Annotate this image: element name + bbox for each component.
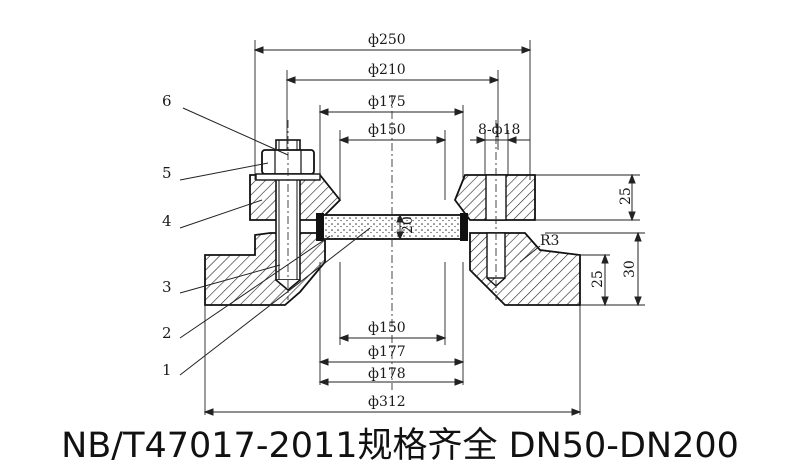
dim-d210: ф210	[368, 62, 406, 78]
dim-d250: ф250	[368, 32, 406, 48]
leader-lines	[179, 107, 371, 376]
dimension-lines	[203, 46, 642, 416]
bolt-hole-right-top	[485, 174, 507, 221]
gasket-left	[316, 213, 324, 241]
dim-d150-bottom: ф150	[368, 320, 406, 336]
caption-standard-spec: NB/T47017-2011规格齐全 DN50-DN200	[61, 426, 739, 466]
part-number-3: 3	[162, 278, 172, 296]
dim-d178: ф178	[368, 366, 406, 382]
dim-h25-bottom: 25	[590, 270, 606, 288]
center-lines	[287, 95, 497, 390]
dim-d177: ф177	[368, 344, 406, 360]
part-number-4: 4	[162, 212, 172, 230]
part-number-2: 2	[162, 324, 172, 342]
dim-h25-top: 25	[618, 187, 634, 205]
dim-r3: R3	[540, 233, 559, 249]
dim-h20: 20	[400, 216, 416, 234]
dim-bolt-holes: 8-ф18	[478, 122, 520, 138]
dim-d150-top: ф150	[368, 122, 406, 138]
dim-d175: ф175	[368, 94, 406, 110]
extension-lines	[204, 40, 645, 415]
dim-h30: 30	[622, 260, 638, 278]
part-number-6: 6	[162, 92, 172, 110]
part-number-5: 5	[162, 164, 172, 182]
dim-d312: ф312	[368, 394, 406, 410]
part-number-1: 1	[162, 361, 172, 379]
gasket-right	[460, 213, 468, 241]
